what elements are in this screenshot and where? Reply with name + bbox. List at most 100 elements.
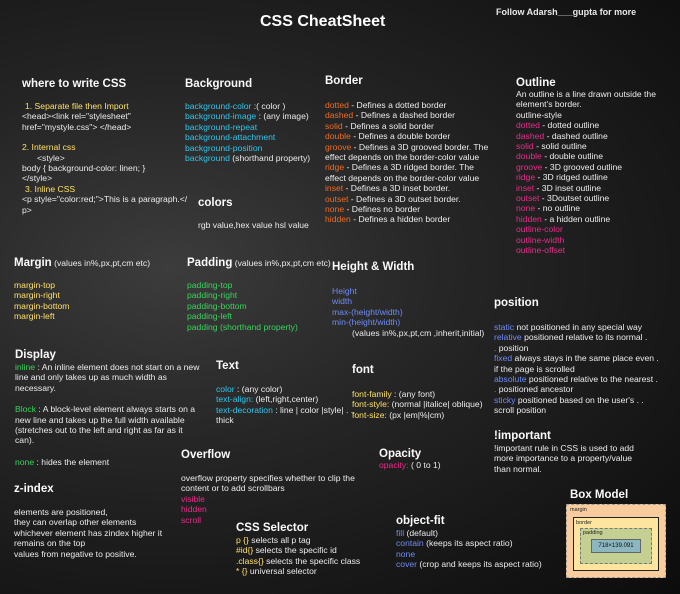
- list-item: background-repeat: [185, 121, 258, 132]
- colors-text: rgb value,hex value hsl value: [198, 220, 309, 230]
- outline-intro: outline-style: [516, 109, 562, 120]
- list-item: margin-left: [14, 311, 55, 322]
- list-item: padding-right: [187, 290, 238, 301]
- padding-heading: Padding (values in%,px,pt,cm etc): [187, 257, 331, 269]
- box-model-padding: padding 718×139.091: [580, 528, 652, 564]
- list-item: scroll: [181, 514, 202, 525]
- list-item: max-(height/width): [332, 306, 403, 317]
- height-width-heading: Height & Width: [332, 261, 415, 273]
- box-model-border-label: border: [576, 520, 592, 526]
- display-section: inline : An inline element does not star…: [15, 362, 203, 467]
- where-line: </style>: [22, 173, 53, 184]
- list-item: contain (keeps its aspect ratio): [396, 538, 513, 549]
- list-item: padding (shorthand property): [187, 321, 298, 332]
- border-list: dotted - Defines a dotted border dashed …: [325, 100, 488, 225]
- list-item: background-color :( color ): [185, 101, 286, 111]
- list-item: double - Defines a double border: [325, 131, 451, 142]
- list-item: inset - Defines a 3D inset border.: [325, 183, 451, 194]
- where-line: 1. Separate file then Import: [25, 101, 129, 111]
- list-item: dashed - Defines a dashed border: [325, 110, 455, 121]
- box-model-padding-label: padding: [583, 530, 603, 536]
- list-item: dotted - Defines a dotted border: [325, 100, 447, 110]
- text-list: color : (any color) text-align: (left,ri…: [216, 384, 353, 426]
- list-item: background-position: [185, 142, 263, 153]
- where-line: href="mystyle.css"> </head>: [22, 121, 132, 132]
- where-line: 3. Inline CSS: [25, 183, 76, 194]
- list-item: . position: [494, 342, 529, 353]
- list-item: none: [396, 548, 416, 559]
- display-block: Block : A block-level element always sta…: [15, 404, 196, 446]
- list-item: * {} universal selector: [236, 566, 317, 577]
- list-item: padding-bottom: [187, 300, 247, 311]
- list-item: effect depends on the border-color value: [325, 172, 480, 183]
- selector-list: p {} selects all p tag #id{} selects the…: [236, 535, 360, 577]
- where-line: <head><link rel="stylesheet": [22, 111, 131, 122]
- list-item: hidden - Defines a hidden border: [325, 214, 451, 225]
- list-item: padding-top: [187, 280, 233, 290]
- box-model-diagram: margin border padding 718×139.091: [566, 504, 666, 580]
- box-model-margin: margin border padding 718×139.091: [566, 504, 666, 578]
- display-none: none : hides the element: [15, 456, 110, 467]
- list-item: groove - 3D grooved outline: [516, 161, 623, 172]
- where-line: p>: [22, 204, 32, 215]
- list-item: font-family : (any font): [352, 389, 436, 399]
- list-item: none - Defines no border: [325, 204, 421, 215]
- list-item: min-(height/width): [332, 317, 401, 328]
- list-item: width: [332, 296, 353, 307]
- boxmodel-heading: Box Model: [570, 489, 629, 501]
- height-width-values: (values in%,px,pt,cm ,inherit,initial): [352, 327, 485, 338]
- box-model-margin-label: margin: [570, 507, 587, 513]
- list-item: hidden: [181, 504, 207, 515]
- list-item: text-align: (left,right,center): [216, 394, 319, 405]
- list-item: margin-top: [14, 280, 56, 290]
- position-list: static not positioned in any special way…: [494, 322, 659, 416]
- list-item: . positioned ancestor: [494, 384, 574, 395]
- outline-list: An outline is a line drawn outside the e…: [516, 89, 656, 256]
- colors-heading: colors: [198, 197, 233, 209]
- list-item: solid - Defines a solid border: [325, 120, 434, 131]
- list-item: color : (any color): [216, 384, 283, 394]
- list-item: if the page is scrolled: [494, 363, 575, 374]
- list-item: effect depends on the border-color value: [325, 152, 480, 163]
- where-section: 1. Separate file then Import <head><link…: [22, 101, 187, 215]
- list-item: none - no outline: [516, 203, 581, 214]
- list-item: ridge - Defines a 3D ridged border. The: [325, 162, 474, 173]
- opacity-heading: Opacity: [379, 448, 422, 460]
- outline-intro: element's border.: [516, 99, 582, 110]
- list-item: p {} selects all p tag: [236, 535, 311, 545]
- margin-list: margin-top margin-right margin-bottom ma…: [14, 280, 69, 322]
- border-heading: Border: [325, 75, 363, 87]
- list-item: font-style: (normal |italice| oblique): [352, 399, 483, 410]
- list-item: background-attachment: [185, 132, 276, 143]
- list-item: padding-left: [187, 311, 232, 322]
- where-heading: where to write CSS: [22, 78, 127, 90]
- background-heading: Background: [185, 78, 253, 90]
- opacity-line: opacity: ( 0 to 1): [379, 460, 441, 470]
- follow-credit: Follow Adarsh___gupta for more: [496, 7, 637, 17]
- page-title: CSS CheatSheet: [260, 13, 386, 30]
- padding-list: padding-top padding-right padding-bottom…: [187, 280, 298, 332]
- list-item: background-image : (any image): [185, 111, 309, 122]
- zindex-heading: z-index: [14, 483, 54, 495]
- where-line: <p style="color:red;">This is a paragrap…: [22, 194, 188, 205]
- list-item: background (shorthand property): [185, 153, 311, 164]
- font-heading: font: [352, 364, 374, 376]
- list-item: ridge - 3D ridged outline: [516, 172, 608, 183]
- list-item: outset - Defines a 3D outset border.: [325, 193, 461, 204]
- list-item: sticky positioned based on the user's . …: [494, 394, 644, 405]
- list-item: text-decoration : line | color |style| .…: [216, 404, 354, 415]
- position-heading: position: [494, 297, 539, 309]
- list-item: outline-offset: [516, 245, 566, 256]
- list-item: fixed always stays in the same place eve…: [494, 353, 659, 364]
- list-item: outline-width: [516, 234, 565, 245]
- zindex-section: elements are positioned, they can overla…: [14, 507, 163, 559]
- list-item: hidden - a hidden outline: [516, 213, 611, 224]
- important-heading: !important: [494, 430, 551, 442]
- list-item: margin-right: [14, 290, 60, 301]
- text-heading: Text: [216, 360, 239, 372]
- list-item: static not positioned in any special way: [494, 322, 643, 332]
- list-item: absolute positioned relative to the near…: [494, 374, 658, 385]
- font-list: font-family : (any font) font-style: (no…: [352, 389, 483, 420]
- list-item: dashed - dashed outline: [516, 130, 608, 141]
